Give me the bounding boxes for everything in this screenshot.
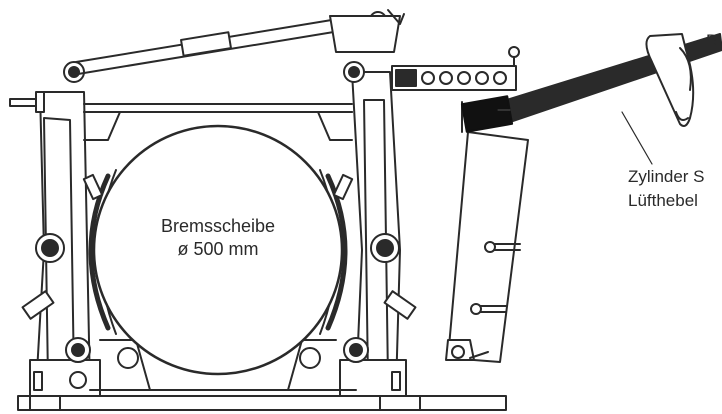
adjustment-bolts bbox=[21, 290, 417, 391]
cylinder-leader-line bbox=[621, 111, 653, 165]
disc-name-label: Bremsscheibe bbox=[161, 216, 275, 236]
tie-rod bbox=[75, 15, 359, 75]
wear-indicator bbox=[391, 46, 520, 91]
brake-shoes bbox=[82, 173, 354, 201]
cylinder-label: Zylinder S bbox=[628, 167, 705, 186]
disc-size-label: ø 500 mm bbox=[177, 239, 258, 259]
base-rail bbox=[17, 395, 507, 411]
band-label: B bbox=[706, 31, 717, 50]
band-loop bbox=[645, 33, 695, 127]
lever-label: Lüfthebel bbox=[628, 191, 698, 210]
lever-arm bbox=[445, 101, 529, 363]
spring-block bbox=[329, 9, 405, 53]
